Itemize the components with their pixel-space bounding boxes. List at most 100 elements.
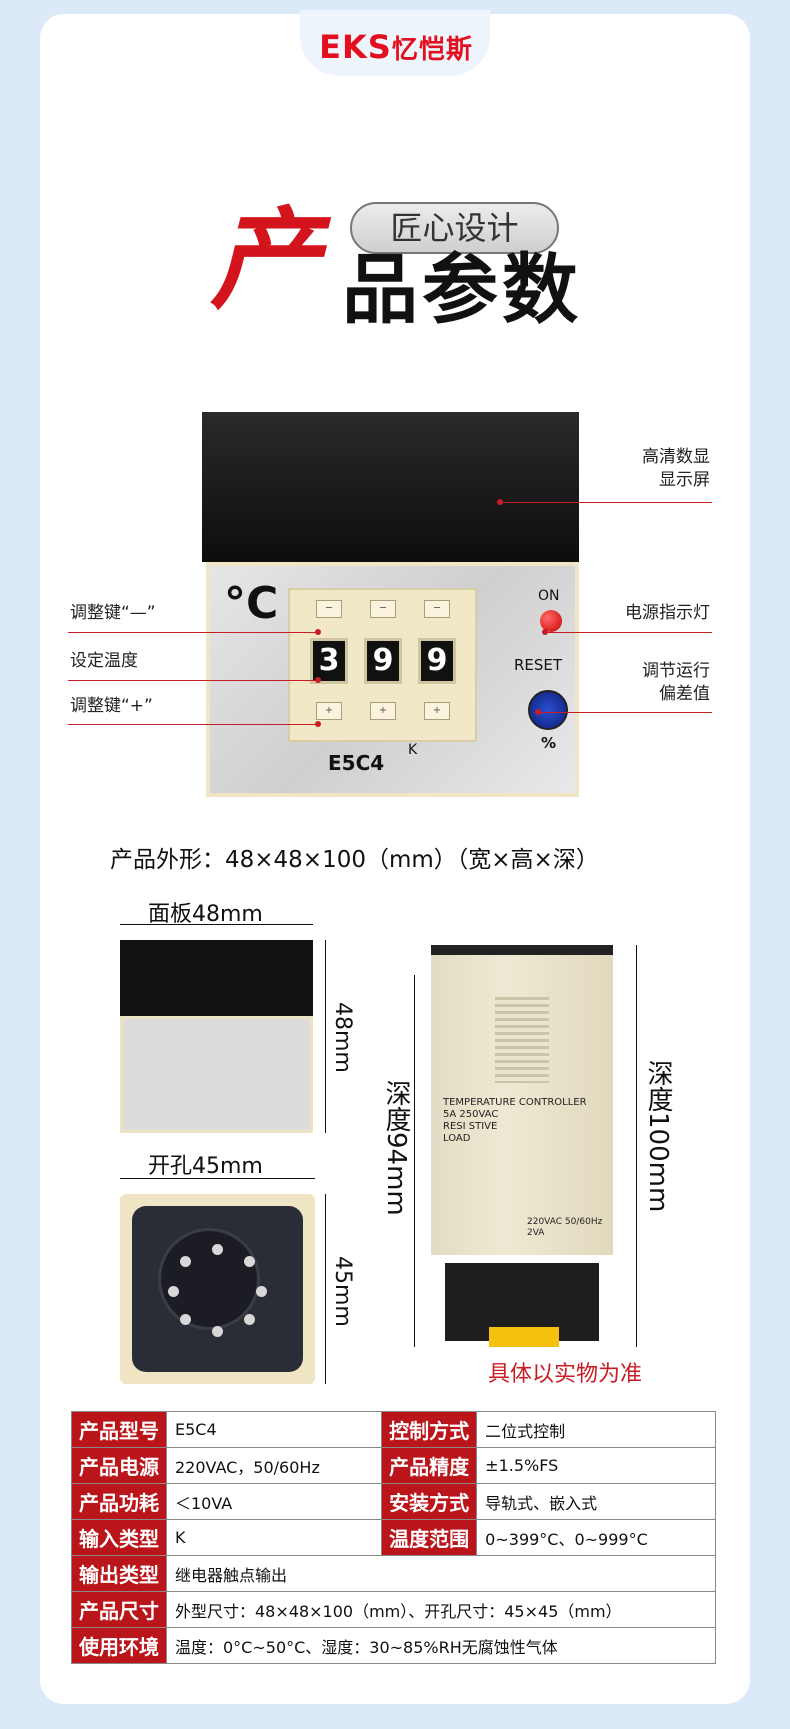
callout-display-line2: 显示屏 <box>659 470 710 490</box>
cutout-height-label: 45mm <box>330 1256 355 1327</box>
mini-panel <box>120 1016 313 1133</box>
side-power-line: 2VA <box>527 1228 545 1238</box>
spec-value: 0~399°C、0~999°C <box>476 1519 716 1556</box>
logo-tab <box>300 10 490 76</box>
plus-key: + <box>370 702 396 720</box>
socket-pin <box>168 1286 179 1297</box>
plus-key: + <box>424 702 450 720</box>
bias-knob <box>528 690 568 730</box>
power-led <box>540 610 562 632</box>
callout-line <box>68 680 318 681</box>
callout-line <box>68 724 318 725</box>
reset-label: RESET <box>514 656 563 674</box>
spec-header: 产品尺寸 <box>71 1591 167 1628</box>
spec-header: 使用环境 <box>71 1627 167 1664</box>
plus-key: + <box>316 702 342 720</box>
callout-dot <box>315 629 321 635</box>
callout-set-temp: 设定温度 <box>70 651 138 671</box>
side-power-label: 220VAC 50/60Hz 2VA <box>527 1217 602 1239</box>
spec-header: 产品精度 <box>381 1447 478 1484</box>
dimension-line <box>120 1178 315 1179</box>
spec-header: 温度范围 <box>381 1519 478 1556</box>
side-label-rating: RESI STIVE <box>443 1121 498 1132</box>
spec-header: 控制方式 <box>381 1411 478 1448</box>
socket-pin <box>180 1314 191 1325</box>
front-panel: °C ─ ─ ─ 3 9 9 + + + ON RESET % E5C4 K <box>206 562 579 797</box>
socket-pin <box>244 1314 255 1325</box>
table-row: 输入类型 K 温度范围 0~399°C、0~999°C <box>71 1519 716 1556</box>
spec-value: 220VAC，50/60Hz <box>165 1447 383 1484</box>
percent-label: % <box>541 734 557 752</box>
spec-header: 输入类型 <box>71 1519 167 1556</box>
dimension-line <box>325 1194 326 1384</box>
minus-key: ─ <box>370 600 396 618</box>
spec-value: E5C4 <box>165 1411 383 1448</box>
spec-header: 产品电源 <box>71 1447 167 1484</box>
callout-line <box>545 632 712 633</box>
callout-dot <box>535 709 541 715</box>
spec-value: 二位式控制 <box>476 1411 716 1448</box>
spec-header: 输出类型 <box>71 1555 167 1592</box>
spec-value: K <box>165 1519 383 1556</box>
socket-ring <box>158 1228 260 1330</box>
side-view-image: TEMPERATURE CONTROLLER 5A 250VAC RESI ST… <box>431 945 613 1350</box>
digit-wheel: 9 <box>418 638 456 684</box>
minus-key: ─ <box>316 600 342 618</box>
dimension-line <box>325 940 326 1133</box>
table-row: 输出类型 继电器触点输出 <box>71 1555 716 1592</box>
front-view-image <box>120 940 313 1133</box>
table-row: 产品型号 E5C4 控制方式 二位式控制 <box>71 1411 716 1448</box>
side-vent <box>495 997 549 1083</box>
dimension-line <box>636 945 637 1347</box>
socket-image <box>120 1194 315 1384</box>
spec-value: 外型尺寸：48×48×100（mm）、开孔尺寸：45×45（mm） <box>166 1591 716 1628</box>
model-suffix: K <box>408 742 418 758</box>
logo-cn: 忆恺斯 <box>391 35 473 65</box>
side-label: TEMPERATURE CONTROLLER 5A 250VAC RESI ST… <box>443 1097 587 1145</box>
callout-bias: 调节运行 偏差值 <box>600 660 710 706</box>
display-screen <box>202 412 579 562</box>
socket-pin <box>212 1244 223 1255</box>
depth-100-label: 深度100mm <box>643 1060 673 1213</box>
device-front-image: °C ─ ─ ─ 3 9 9 + + + ON RESET % E5C4 K <box>202 412 579 797</box>
depth-94-label: 深度94mm <box>381 1080 411 1216</box>
callout-line <box>68 632 318 633</box>
callout-power-led: 电源指示灯 <box>625 603 710 623</box>
digit-wheel: 9 <box>364 638 402 684</box>
title-big-char: 产 <box>210 196 320 324</box>
model-label: E5C4 <box>328 751 385 775</box>
socket-pin <box>256 1286 267 1297</box>
callout-key-minus: 调整键“—” <box>70 603 156 623</box>
celsius-symbol: °C <box>224 578 279 629</box>
spec-value: 导轨式、嵌入式 <box>476 1483 716 1520</box>
side-cover <box>431 945 613 1255</box>
spec-header: 安装方式 <box>381 1483 478 1520</box>
socket-pin <box>244 1256 255 1267</box>
page-title: 品参数 <box>342 245 582 334</box>
side-label-title: TEMPERATURE CONTROLLER <box>443 1097 587 1108</box>
callout-display: 高清数显 显示屏 <box>600 446 710 492</box>
spec-value: ±1.5%FS <box>476 1447 716 1484</box>
spec-table: 产品型号 E5C4 控制方式 二位式控制 产品电源 220VAC，50/60Hz… <box>71 1411 716 1664</box>
logo-latin: EKS <box>319 28 392 66</box>
callout-dot <box>497 499 503 505</box>
spec-value: ＜10VA <box>165 1483 383 1520</box>
table-row: 使用环境 温度：0°C~50°C、湿度：30~85%RH无腐蚀性气体 <box>71 1627 716 1664</box>
table-row: 产品尺寸 外型尺寸：48×48×100（mm）、开孔尺寸：45×45（mm） <box>71 1591 716 1628</box>
rail-clip <box>489 1327 559 1347</box>
callout-bias-line1: 调节运行 <box>642 661 710 681</box>
callout-dot <box>315 677 321 683</box>
callout-display-line1: 高清数显 <box>642 447 710 467</box>
dimension-line <box>120 924 313 925</box>
side-label-rating: 5A 250VAC <box>443 1109 499 1120</box>
panel-width-label: 面板48mm <box>148 902 263 927</box>
digit-wheel: 3 <box>310 638 348 684</box>
callout-line <box>500 502 712 503</box>
table-row: 产品电源 220VAC，50/60Hz 产品精度 ±1.5%FS <box>71 1447 716 1484</box>
thumbwheel-keypad: ─ ─ ─ 3 9 9 + + + <box>288 588 477 742</box>
panel-height-label: 48mm <box>330 1002 355 1073</box>
side-label-rating: LOAD <box>443 1133 471 1144</box>
spec-value: 温度：0°C~50°C、湿度：30~85%RH无腐蚀性气体 <box>166 1627 716 1664</box>
side-power-line: 220VAC 50/60Hz <box>527 1217 603 1227</box>
dimension-line <box>414 975 415 1347</box>
